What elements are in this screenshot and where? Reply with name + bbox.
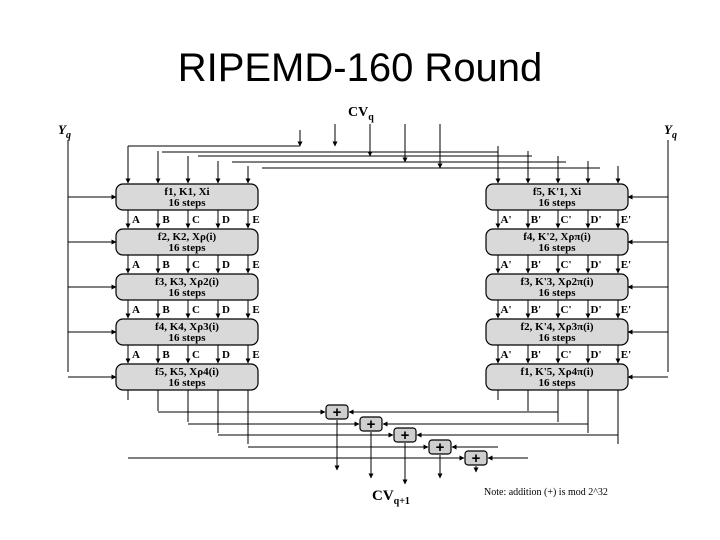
left-round-steps-label: 16 steps [169, 242, 207, 254]
right-register-label: B' [531, 214, 541, 226]
left-round-steps-label: 16 steps [169, 377, 207, 389]
right-register-label: C' [561, 214, 572, 226]
right-register-label: A' [501, 214, 512, 226]
left-register-label: A [132, 259, 140, 271]
cv-input-label: CVq [348, 105, 374, 123]
right-round-steps-label: 16 steps [539, 287, 577, 299]
cv-output-label: CVq+1 [372, 488, 410, 507]
left-register-label: B [162, 304, 170, 316]
connection-lines [67, 124, 669, 485]
right-round-func-label: f1, K'5, Xρ4π(i) [520, 366, 593, 378]
left-register-label: C [192, 214, 200, 226]
left-register-label: E [252, 259, 259, 271]
right-register-label: A' [501, 304, 512, 316]
left-register-label: A [132, 304, 140, 316]
left-register-label: E [252, 304, 259, 316]
left-round-steps-label: 16 steps [169, 197, 207, 209]
slide-title: RIPEMD-160 Round [177, 46, 543, 90]
adder-box [393, 427, 417, 443]
right-round-steps-label: 16 steps [539, 377, 577, 389]
left-register-label: E [252, 214, 259, 226]
right-register-label: D' [591, 349, 602, 361]
y-left-label: Yq [58, 122, 71, 141]
adder-box [428, 439, 452, 455]
left-register-label: D [222, 304, 230, 316]
left-round-func-label: f4, K4, Xρ3(i) [155, 321, 219, 333]
right-register-label: D' [591, 214, 602, 226]
adder-symbol: + [436, 439, 445, 456]
adder-symbol: + [401, 427, 410, 444]
left-register-label: B [162, 349, 170, 361]
left-round-func-label: f1, K1, Xi [164, 186, 209, 198]
left-register-label: B [162, 214, 170, 226]
right-round-func-label: f2, K'4, Xρ3π(i) [520, 321, 593, 333]
right-register-label: A' [501, 349, 512, 361]
right-register-label: C' [561, 259, 572, 271]
right-register-label: D' [591, 304, 602, 316]
left-register-label: E [252, 349, 259, 361]
right-register-label: B' [531, 259, 541, 271]
left-round-func-label: f5, K5, Xρ4(i) [155, 366, 219, 378]
left-register-label: A [132, 349, 140, 361]
adder-box [359, 416, 383, 432]
left-register-label: C [192, 259, 200, 271]
right-register-label: E' [621, 214, 631, 226]
left-register-label: D [222, 214, 230, 226]
right-round-func-label: f4, K'2, Xρπ(i) [523, 231, 591, 243]
adder-chain: + + + + + [128, 404, 618, 467]
right-round-steps-label: 16 steps [539, 242, 577, 254]
adder-box [464, 450, 488, 466]
left-round-steps-label: 16 steps [169, 332, 207, 344]
adder-symbol: + [472, 450, 481, 467]
right-register-label: D' [591, 259, 602, 271]
right-register-label: B' [531, 304, 541, 316]
right-round-func-label: f3, K'3, Xρ2π(i) [520, 276, 593, 288]
left-register-label: B [162, 259, 170, 271]
left-register-label: C [192, 349, 200, 361]
adder-box [325, 404, 349, 420]
left-round-steps-label: 16 steps [169, 287, 207, 299]
left-register-label: A [132, 214, 140, 226]
left-round-func-label: f2, K2, Xρ(i) [158, 231, 217, 243]
note-text: Note: addition (+) is mod 2^32 [484, 487, 608, 498]
right-round-steps-label: 16 steps [539, 197, 577, 209]
left-round-func-label: f3, K3, Xρ2(i) [155, 276, 219, 288]
left-register-label: D [222, 259, 230, 271]
right-register-label: C' [561, 304, 572, 316]
y-right-label: Yq [664, 122, 677, 141]
right-round-steps-label: 16 steps [539, 332, 577, 344]
right-register-label: E' [621, 304, 631, 316]
right-register-label: C' [561, 349, 572, 361]
left-register-label: D [222, 349, 230, 361]
left-register-label: C [192, 304, 200, 316]
adder-symbol: + [333, 404, 342, 421]
right-register-label: B' [531, 349, 541, 361]
adder-symbol: + [367, 416, 376, 433]
right-register-label: A' [501, 259, 512, 271]
right-register-label: E' [621, 349, 631, 361]
right-round-func-label: f5, K'1, Xi [533, 186, 581, 198]
right-register-label: E' [621, 259, 631, 271]
